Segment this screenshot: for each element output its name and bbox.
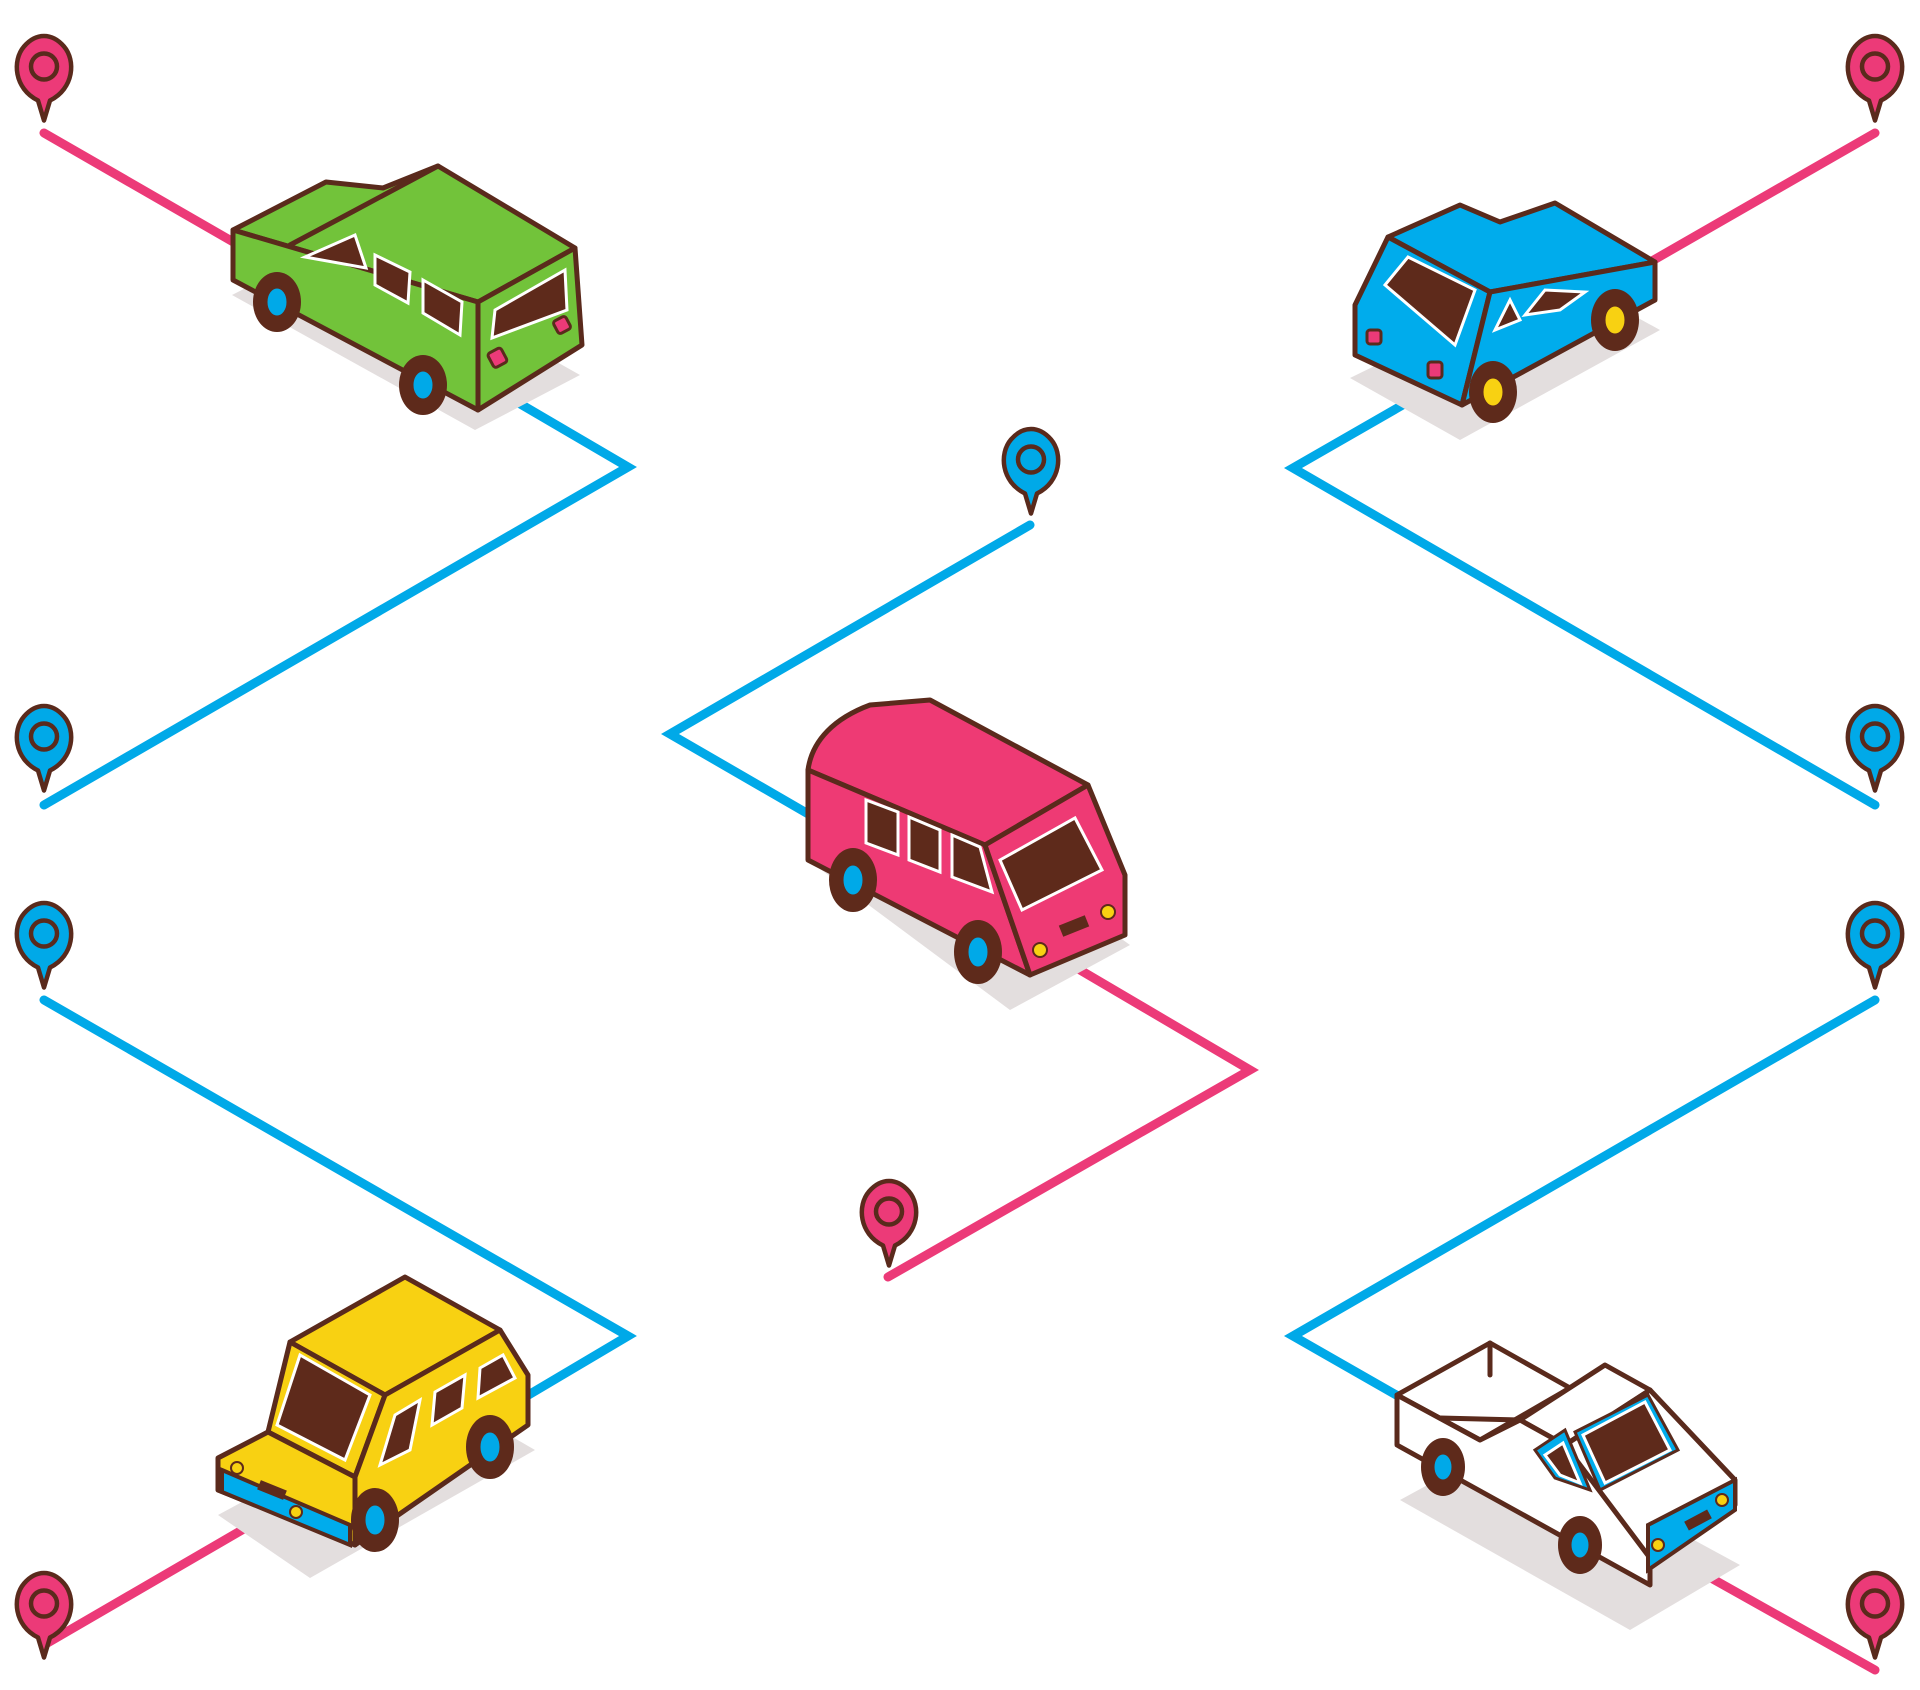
pin-mid-left-lower-icon[interactable] (17, 903, 71, 988)
pin-bottom-left-icon[interactable] (17, 1573, 71, 1658)
blue-sedan-car-icon[interactable] (1350, 200, 1660, 440)
route-center-blue (661, 520, 1035, 820)
routes (39, 128, 1880, 1675)
route-center-pink (883, 952, 1259, 1282)
route-top-left-pink (39, 128, 240, 248)
pink-van-icon[interactable] (805, 697, 1130, 1010)
pin-mid-left-upper-icon[interactable] (17, 706, 71, 791)
pin-mid-right-lower-icon[interactable] (1848, 903, 1902, 988)
route-top-left-blue (39, 390, 637, 810)
pin-center-upper-icon[interactable] (1004, 429, 1058, 514)
white-pickup-truck-icon[interactable] (1394, 1340, 1740, 1630)
pin-top-right-icon[interactable] (1848, 36, 1902, 121)
pin-center-lower-icon[interactable] (862, 1181, 916, 1266)
yellow-car-icon[interactable] (215, 1274, 535, 1578)
route-top-right-blue (1283, 390, 1880, 810)
route-bottom-left-blue (39, 995, 637, 1405)
green-suv-car-icon[interactable] (230, 163, 585, 430)
pin-mid-right-upper-icon[interactable] (1848, 706, 1902, 791)
route-bottom-right-blue (1283, 995, 1880, 1405)
route-top-right-pink (1640, 128, 1880, 270)
pin-bottom-right-icon[interactable] (1848, 1573, 1902, 1658)
pin-top-left-icon[interactable] (17, 36, 71, 121)
